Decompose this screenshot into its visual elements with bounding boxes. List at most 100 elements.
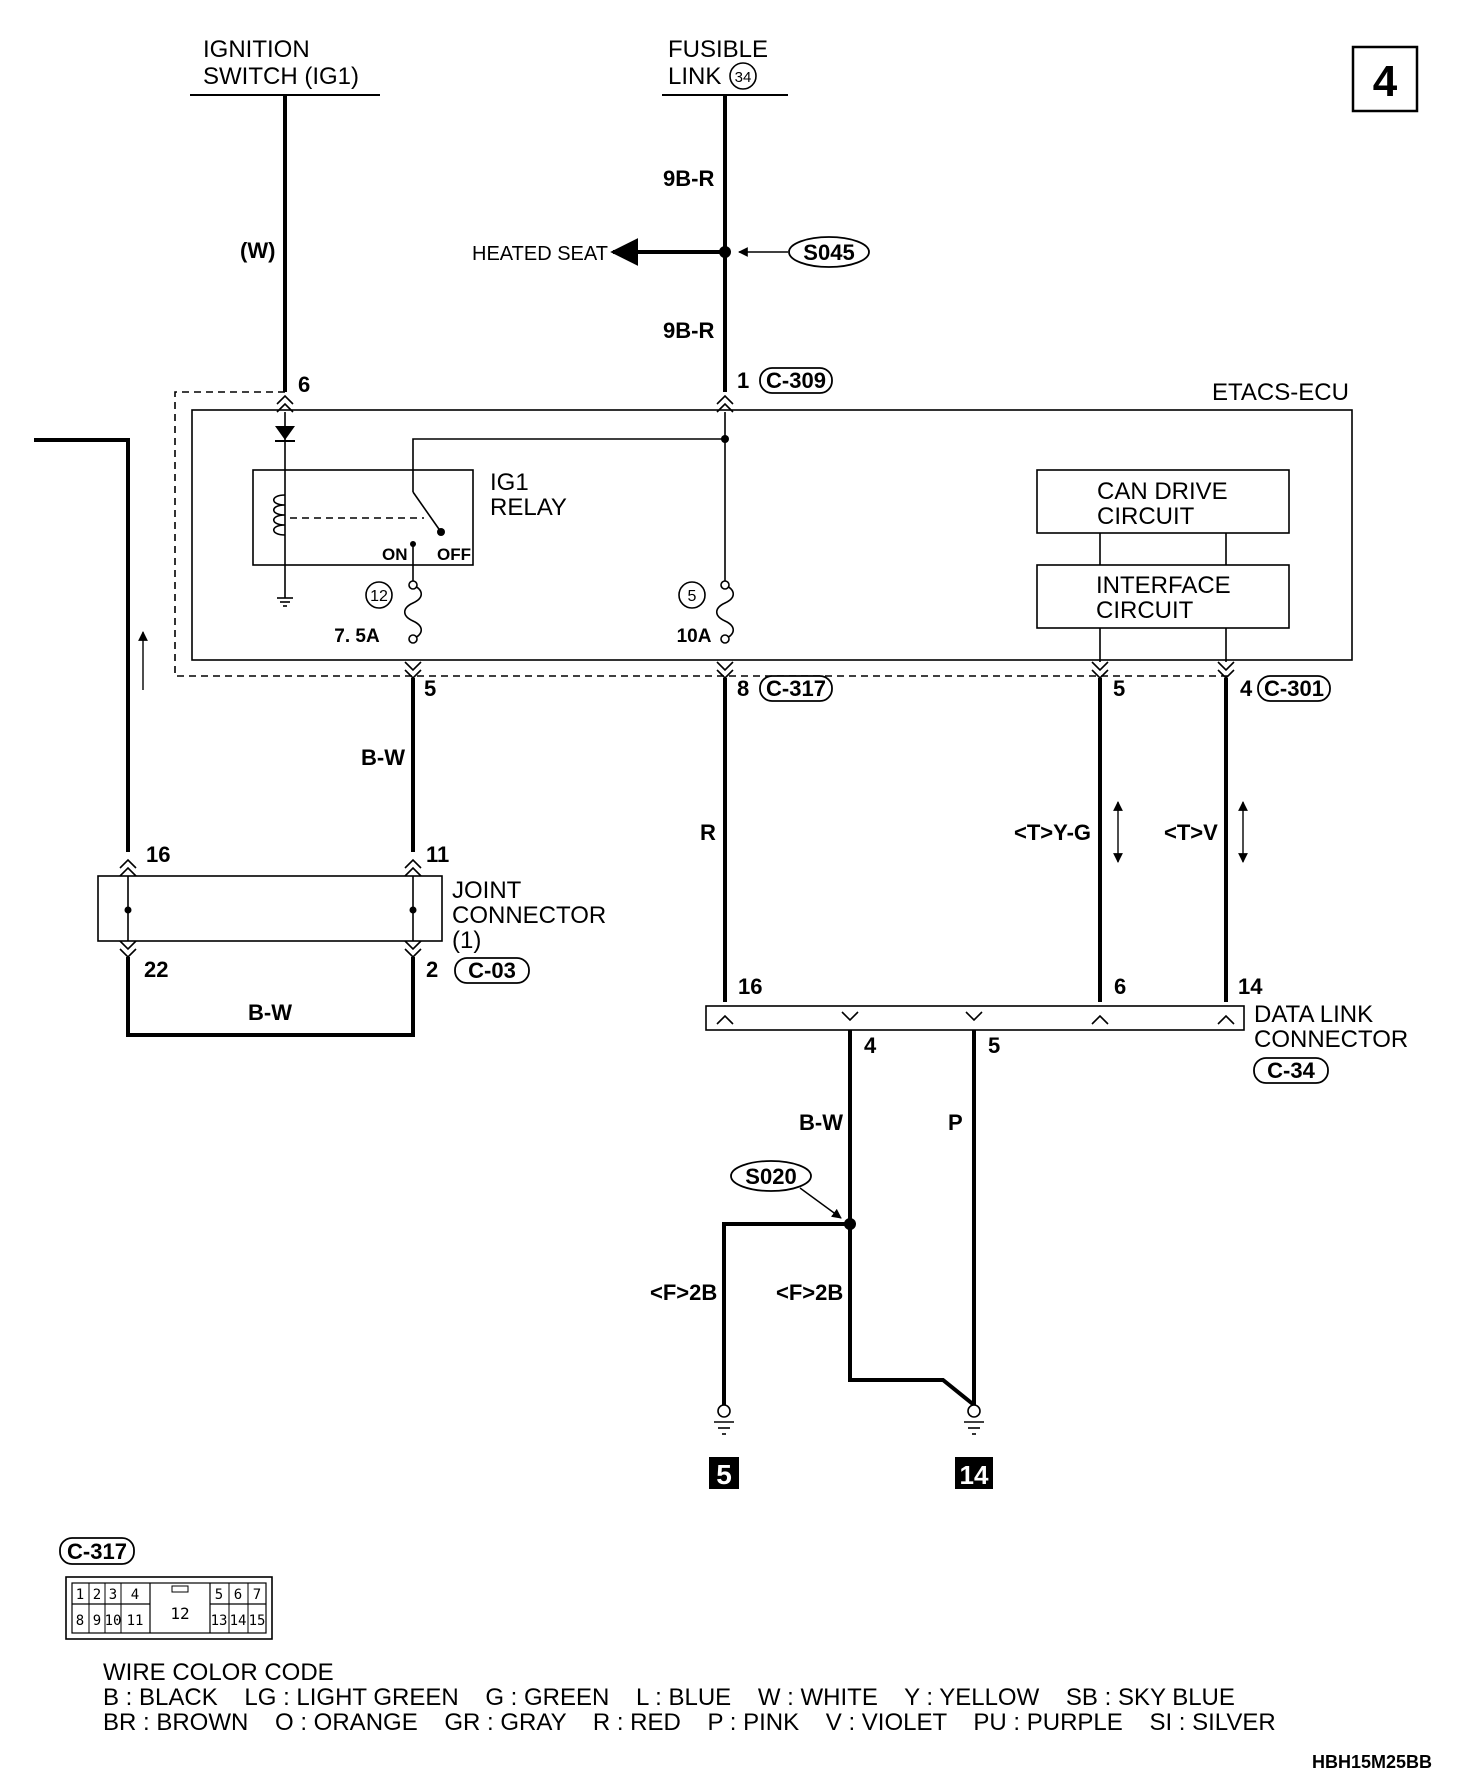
- ig1-relay-label-2: RELAY: [490, 494, 567, 521]
- ground-14-label: 14: [960, 1460, 989, 1490]
- wire-label-f-2b-right: <F>2B: [776, 1280, 843, 1305]
- joint-connector-box: [97, 875, 443, 942]
- ignition-switch-source: IGNITION SWITCH (IG1): [190, 36, 380, 96]
- etacs-ecu-label: ETACS-ECU: [1212, 379, 1349, 406]
- ground-5-badge: [709, 1457, 739, 1489]
- data-link-label-2: CONNECTOR: [1254, 1026, 1408, 1053]
- c317-pin-1: 1: [76, 1587, 84, 1603]
- joint-connector-label-3: (1): [452, 927, 481, 954]
- can-drive-label-2: CIRCUIT: [1097, 503, 1195, 530]
- fuse-12-number: 12: [370, 588, 388, 605]
- pin-dlc-16: 16: [716, 974, 762, 1025]
- c317-pin-6: 6: [234, 1587, 242, 1603]
- pin-ecu-5: 5: [404, 661, 436, 701]
- pin-dlc-4-label: 4: [864, 1033, 877, 1058]
- wire-color-code-line-2: BR : BROWN O : ORANGE GR : GRAY R : RED …: [103, 1709, 1276, 1736]
- c317-pin-9: 9: [93, 1613, 101, 1629]
- pin-ecu-5-label: 5: [424, 676, 436, 701]
- can-drive-circuit-box: [1036, 469, 1290, 534]
- fusible-link-label-1: FUSIBLE: [668, 36, 768, 63]
- c317-pin-11: 11: [127, 1613, 144, 1629]
- wire-label-w: (W): [240, 238, 275, 263]
- c317-pin-13: 13: [211, 1613, 228, 1629]
- pin-jc-22: 22: [119, 940, 168, 982]
- connector-tag-c317-legend: C-317: [59, 1537, 135, 1565]
- wire-ground-5: [722, 1222, 850, 1405]
- splice-s020-label: S020: [745, 1164, 796, 1189]
- pin-jc-11: 11: [404, 842, 449, 877]
- pin-dlc-6-label: 6: [1114, 974, 1126, 999]
- pin-dlc-5: 5: [965, 1011, 1000, 1058]
- wire-label-9b-r-bottom: 9B-R: [663, 318, 714, 343]
- wire-jc-bottom-b-w: [126, 957, 415, 1037]
- wire-label-f-2b-left: <F>2B: [650, 1280, 717, 1305]
- wire-color-code-line-1: B : BLACK LG : LIGHT GREEN G : GREEN L :…: [103, 1684, 1235, 1711]
- relay-coil-icon: [272, 494, 286, 536]
- c317-pin-10: 10: [105, 1613, 122, 1629]
- connector-c317-legend-label: C-317: [67, 1539, 127, 1564]
- ig1-relay-label-1: IG1: [490, 469, 529, 496]
- fuse-5-number: 5: [688, 588, 697, 605]
- relay-on-label: ON: [382, 545, 408, 564]
- interface-label-1: INTERFACE: [1096, 572, 1231, 599]
- wire-relay-supply: [412, 412, 726, 492]
- relay-off-label: OFF: [437, 545, 471, 564]
- connector-tag-c309: C-309: [759, 367, 833, 394]
- splice-s020-pointer: [799, 1187, 842, 1219]
- jc-junction-left: [124, 906, 132, 914]
- ground-5-label: 5: [716, 1459, 732, 1490]
- pin-ecu-can-5-label: 5: [1113, 676, 1125, 701]
- pin-ecu-6: 6: [276, 372, 310, 413]
- wire-color-code-heading: WIRE COLOR CODE: [103, 1659, 334, 1686]
- page-number: 4: [1373, 57, 1398, 106]
- wire-ground-14: [848, 1224, 976, 1407]
- fusible-link-number: 34: [735, 69, 752, 86]
- heated-seat-label: HEATED SEAT: [472, 243, 608, 265]
- c317-pin-5: 5: [215, 1587, 223, 1603]
- connector-c309-label: C-309: [766, 368, 826, 393]
- joint-connector-label-1: JOINT: [452, 877, 522, 904]
- page-number-box: 4: [1351, 45, 1419, 113]
- splice-s045-label: S045: [803, 240, 854, 265]
- pin-jc-16-label: 16: [146, 842, 170, 867]
- wire-label-b-w-dlc: B-W: [799, 1110, 843, 1135]
- ignition-switch-label-1: IGNITION: [203, 36, 310, 63]
- relay-contact-off: [437, 528, 445, 536]
- pin-ecu-can-4-label: 4: [1240, 676, 1253, 701]
- interface-label-2: CIRCUIT: [1096, 597, 1194, 624]
- c317-pin-7: 7: [253, 1587, 261, 1603]
- pin-jc-2: 2: [404, 940, 438, 982]
- pin-dlc-16-label: 16: [738, 974, 762, 999]
- connector-c301-label: C-301: [1264, 676, 1324, 701]
- pin-dlc-5-label: 5: [988, 1033, 1000, 1058]
- wire-label-p: P: [948, 1110, 963, 1135]
- can-drive-label-1: CAN DRIVE: [1097, 478, 1228, 505]
- fusible-link-number-circle: [729, 62, 757, 90]
- interface-circuit-box: [1036, 564, 1290, 629]
- connector-c317-label: C-317: [766, 676, 826, 701]
- ground-icon-relay: [277, 597, 293, 607]
- data-link-label-1: DATA LINK: [1254, 1001, 1373, 1028]
- c317-pin-12: 12: [170, 1604, 189, 1623]
- pin-ecu-1-label: 1: [737, 368, 749, 393]
- connector-c34-label: C-34: [1267, 1058, 1315, 1083]
- relay-switch-blade: [412, 491, 442, 533]
- pin-jc-2-label: 2: [426, 957, 438, 982]
- pin-dlc-6: 6: [1091, 974, 1126, 1025]
- splice-tag-s045: S045: [788, 236, 870, 268]
- etacs-ecu-box: [191, 409, 1353, 661]
- ground-14-badge: [955, 1457, 993, 1489]
- connector-tag-c317: C-317: [759, 675, 833, 702]
- pin-dlc-14-label: 14: [1238, 974, 1263, 999]
- fuse-12-icon: [403, 580, 423, 644]
- c317-pin-3: 3: [109, 1587, 117, 1603]
- pin-ecu-8: 8: [716, 661, 749, 701]
- pin-ecu-can-5: 5: [1091, 661, 1125, 701]
- wire-label-b-w-bottom: B-W: [248, 1000, 292, 1025]
- pin-jc-11-label: 11: [426, 842, 449, 867]
- ground-icon-5: [714, 1404, 734, 1435]
- fuse-5-number-circle: [678, 581, 706, 609]
- connector-c03-label: C-03: [468, 958, 516, 983]
- wire-label-b-w-mid: B-W: [361, 745, 405, 770]
